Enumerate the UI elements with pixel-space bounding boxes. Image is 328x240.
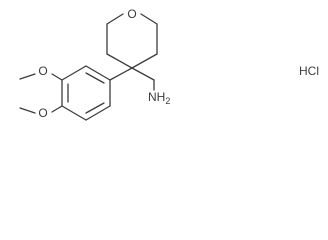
methoxy-upper [19, 73, 63, 81]
bond-ar2-ar3 [61, 65, 87, 81]
bond-ar4-ar5 [61, 105, 87, 121]
oxane-ring [106, 13, 158, 69]
ring-oxygen-label: O [127, 7, 136, 21]
bond-ar1-ar2 [85, 65, 111, 81]
bond-o-c2 [106, 13, 124, 25]
quaternary-substituents [109, 67, 155, 91]
methoxy-lower-oxygen-label: O [38, 106, 47, 120]
salt-label: HCl [299, 64, 319, 78]
amine-subscript: 2 [165, 96, 170, 106]
bond-ar3-o [51, 73, 63, 81]
bond-o-ch3-upper [19, 73, 36, 80]
bond-c4-aryl [109, 67, 133, 81]
bond-c6-o [140, 13, 158, 25]
double-bond-inner-1 [85, 72, 105, 84]
methoxy-upper-oxygen-label: O [38, 64, 47, 78]
bond-c4-c5 [131, 53, 158, 69]
bond-ar4-o [51, 105, 63, 113]
amine-label: NH2 [148, 90, 170, 106]
benzene-ring [61, 65, 111, 121]
bond-c4-ch2 [131, 67, 155, 81]
bond-ar5-ar6 [85, 105, 111, 121]
bond-c3-c4 [106, 53, 133, 69]
double-bond-inner-3 [85, 102, 105, 114]
amine-nh-text: NH [148, 90, 165, 104]
chemical-structure: O O O NH2 HCl [19, 7, 319, 121]
bond-o-ch3-lower [19, 107, 36, 114]
methoxy-lower [19, 105, 63, 114]
